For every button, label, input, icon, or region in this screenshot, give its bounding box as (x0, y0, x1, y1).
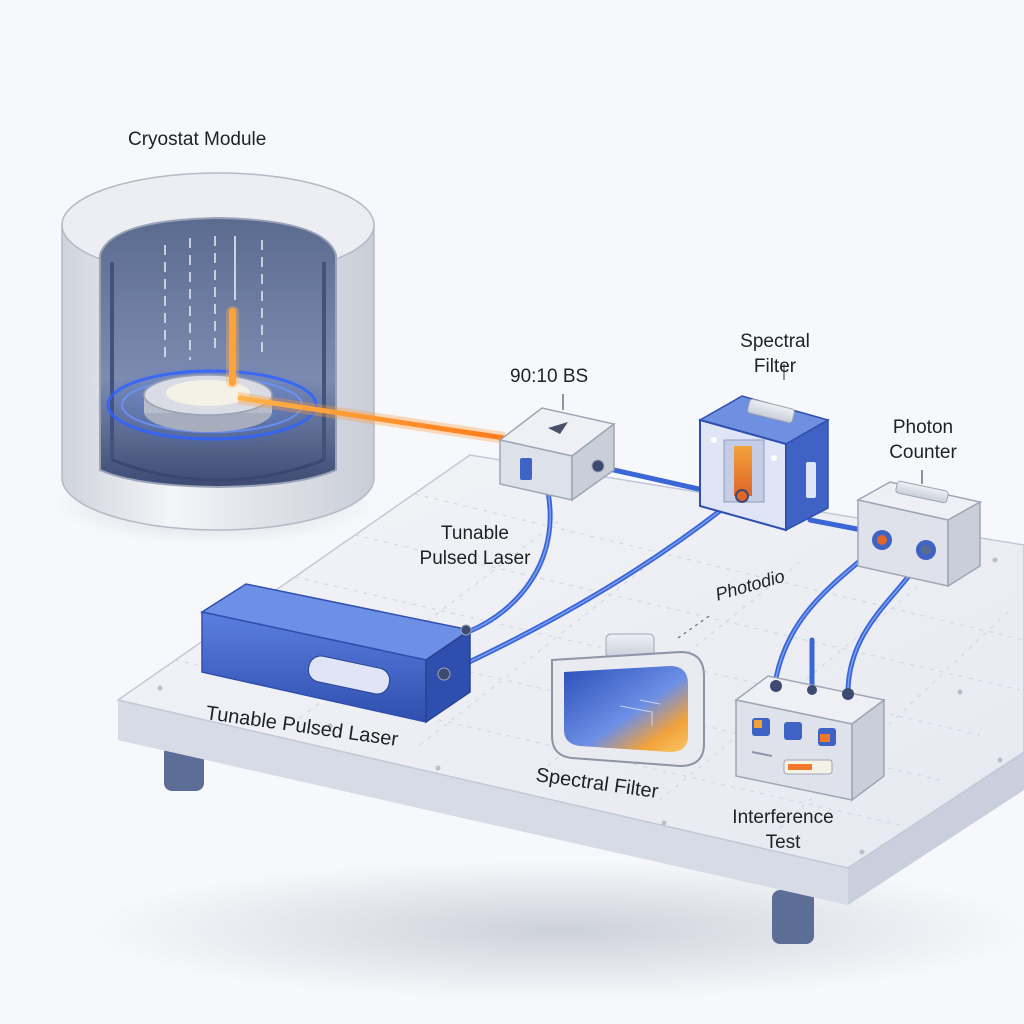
photon-counter-line2: Counter (889, 441, 957, 463)
photon-counter-unit (855, 480, 983, 588)
spectrometer-display (551, 633, 705, 768)
spectral-filter-unit (698, 395, 830, 532)
photon-counter-label: Photon Counter (878, 416, 968, 465)
interference-test-label: Interference Test (720, 806, 846, 855)
interference-test-unit (734, 675, 886, 802)
photon-counter-line1: Photon (892, 417, 954, 438)
tunable-pulsed-laser-unit (200, 583, 472, 724)
interference-line1: Interference (732, 807, 834, 828)
cryostat-module (55, 172, 375, 545)
spectral-filter-top-label: Spectral Filter (730, 330, 820, 379)
laser-upper-line1: Tunable (441, 523, 509, 544)
beamsplitter-cube (498, 407, 616, 502)
cryostat-label: Cryostat Module (128, 129, 267, 150)
beamsplitter-label: 90:10 BS (510, 366, 589, 387)
laser-beam (237, 392, 507, 444)
spectral-filter-top-line2: Filter (753, 355, 797, 377)
laser-upper-line2: Pulsed Laser (419, 547, 531, 569)
laser-upper-label: Tunable Pulsed Laser (400, 522, 550, 571)
spectral-filter-top-line1: Spectral (740, 331, 810, 352)
interference-line2: Test (765, 831, 801, 853)
